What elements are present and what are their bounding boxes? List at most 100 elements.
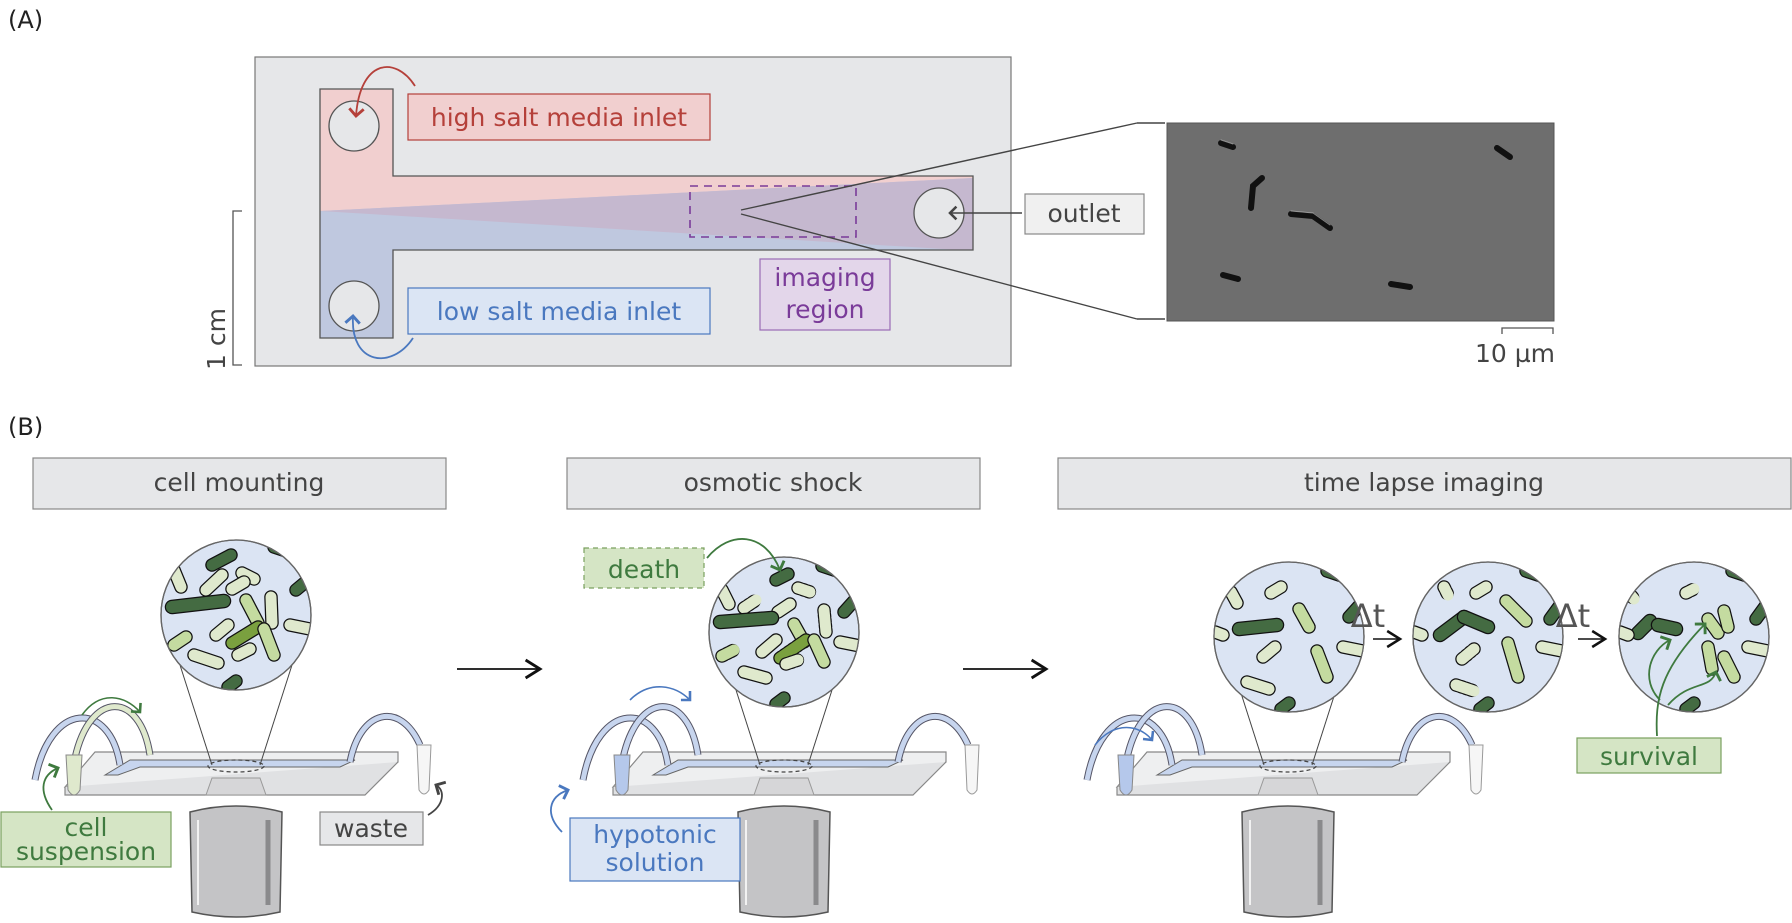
outlet-tube (1399, 713, 1475, 763)
death-label: death (583, 547, 705, 589)
waste-label: waste (319, 811, 424, 846)
cell (808, 634, 830, 668)
cell (1265, 581, 1287, 599)
cell (236, 567, 260, 585)
delta-t-1: Δt (1351, 597, 1403, 649)
svg-text:1 cm: 1 cm (202, 308, 231, 370)
svg-text:death: death (608, 555, 680, 584)
magnified-view-time-1 (1213, 561, 1365, 713)
cell (200, 569, 228, 596)
cell (1702, 641, 1718, 675)
objective-tip (1257, 777, 1319, 796)
suspension-arrow-icon (42, 762, 60, 811)
flow-arrow-icon (1094, 726, 1155, 746)
cell (1233, 619, 1283, 635)
cell (1337, 641, 1364, 657)
cell-suspension-label: cell suspension (0, 811, 172, 868)
cell (756, 634, 782, 658)
waste-vial-icon (1468, 744, 1484, 795)
cell (1718, 605, 1734, 633)
svg-text:survival: survival (1600, 742, 1698, 771)
waste-vial-icon (964, 744, 980, 795)
stage-header-time-lapse: time lapse imaging (1057, 457, 1792, 510)
svg-text:high salt media inlet: high salt media inlet (431, 103, 687, 132)
tube (1084, 715, 1175, 781)
bacterium (1388, 281, 1413, 290)
outlet-tube (347, 713, 423, 763)
cell (1474, 697, 1494, 712)
inlet-vial-icon (613, 754, 631, 796)
death-arrow-icon (706, 538, 786, 572)
dead-cell (792, 582, 816, 598)
stage-header-osmotic-shock: osmotic shock (566, 457, 981, 510)
cell (738, 666, 772, 684)
setup-time-lapse (1083, 664, 1484, 918)
waste-vial-icon (416, 744, 432, 795)
cell (1502, 637, 1524, 683)
svg-text:imaging: imaging (774, 263, 875, 292)
cell (716, 584, 735, 610)
high-salt-port (328, 100, 380, 152)
micrograph (1166, 122, 1555, 322)
cell (166, 595, 230, 613)
cell (168, 564, 187, 593)
objective-tip (205, 777, 267, 796)
svg-text:osmotic shock: osmotic shock (684, 468, 863, 497)
cell (1241, 676, 1275, 695)
cell (1470, 581, 1492, 599)
cell (1413, 626, 1428, 641)
cell (770, 568, 794, 586)
svg-text:outlet: outlet (1047, 199, 1120, 228)
cell (240, 594, 264, 629)
hypotonic-arrow-icon (550, 784, 570, 833)
bacterium (1218, 140, 1236, 150)
cell (1214, 626, 1229, 641)
svg-text:waste: waste (334, 814, 408, 843)
cell (834, 636, 859, 652)
magnified-view-time-3 (1618, 561, 1770, 713)
cell (1680, 697, 1700, 712)
dead-cell (716, 644, 740, 662)
cell (1652, 619, 1682, 635)
cell (1257, 641, 1281, 663)
outlet-tube (895, 713, 971, 763)
setup-cell-mounting (31, 664, 432, 918)
outlet-label: outlet (1024, 193, 1145, 235)
setup-osmotic-shock (579, 664, 980, 918)
low-salt-arrow-icon (344, 313, 414, 360)
cell (1311, 645, 1333, 683)
survival-label: survival (1576, 737, 1722, 774)
objective-tip (753, 777, 815, 796)
bacterium (1248, 175, 1265, 211)
cell (188, 649, 224, 669)
dead-cell (1680, 583, 1700, 599)
flow-arrow-icon (81, 697, 142, 716)
dead-cell (1438, 581, 1454, 601)
cell (222, 675, 242, 690)
low-salt-label: low salt media inlet (407, 287, 711, 335)
cell (1458, 611, 1494, 633)
cell (1500, 595, 1532, 627)
dead-cell (780, 654, 804, 670)
imaging-region-box (689, 185, 857, 238)
svg-text:Δt: Δt (1556, 597, 1590, 635)
survival-arrows-icon (1648, 622, 1722, 737)
cell (206, 549, 237, 571)
svg-text:cell: cell (64, 813, 107, 842)
objective-icon (1241, 805, 1335, 918)
scale-bar-um: 10 µm (1475, 327, 1555, 368)
bacterium (1288, 211, 1333, 231)
tube (32, 715, 123, 781)
bacterium (1220, 272, 1241, 282)
svg-text:solution: solution (606, 848, 705, 877)
dead-cell (774, 634, 812, 664)
svg-text:cell mounting: cell mounting (154, 468, 325, 497)
svg-text:low salt media inlet: low salt media inlet (437, 297, 682, 326)
panel-b-label: (B) (8, 413, 43, 441)
objective-icon (189, 805, 283, 918)
inlet-tube (620, 704, 701, 759)
scale-bar-cm: 1 cm (202, 210, 242, 370)
zoom-line-bottom (740, 213, 1138, 320)
stage-header-cell-mounting: cell mounting (32, 457, 447, 510)
cell (1225, 586, 1243, 609)
